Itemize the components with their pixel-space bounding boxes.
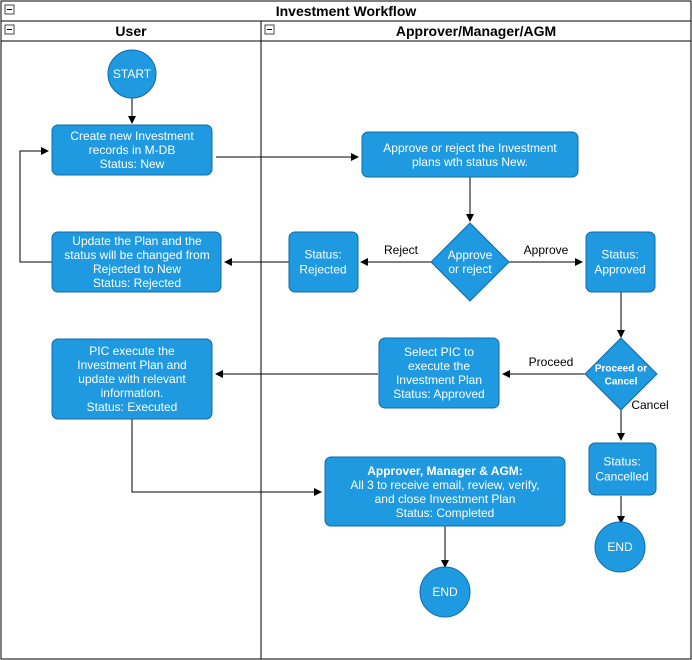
collapse-icon[interactable] <box>4 4 15 15</box>
end-node-bottom <box>419 566 471 618</box>
node-label-approved: Approved <box>594 263 645 277</box>
end-node-right <box>594 521 646 573</box>
node-label-end-bottom: END <box>432 585 458 599</box>
node-label-completed: Status: Completed <box>396 506 495 520</box>
approve-reject-plans-node <box>361 131 579 178</box>
node-label-start: START <box>113 67 152 81</box>
collapse-icon[interactable] <box>4 24 15 35</box>
edge-label-proceed: Proceed <box>529 355 574 369</box>
node-label-update-plan: Rejected to New <box>93 262 181 276</box>
node-label-create: records in M-DB <box>89 143 176 157</box>
completed-node <box>324 456 566 527</box>
node-label-completed: Approver, Manager & AGM: <box>367 464 523 478</box>
node-label-rejected: Status: <box>304 248 341 262</box>
node-label-select-pic: Select PIC to <box>404 345 474 359</box>
node-label-pic-execute: information. <box>101 386 164 400</box>
node-label-update-plan: Update the Plan and the <box>72 234 202 248</box>
node-label-update-plan: status will be changed from <box>64 248 209 262</box>
collapse-icon[interactable] <box>264 24 275 35</box>
edge-label-approve: Approve <box>524 243 569 257</box>
proceed-cancel-decision <box>584 337 658 411</box>
edges <box>19 97 625 568</box>
node-label-pic-execute: Investment Plan and <box>77 358 186 372</box>
node-label-update-plan: Status: Rejected <box>93 276 181 290</box>
update-plan-node <box>51 231 222 293</box>
start-node <box>107 49 157 99</box>
edge-label-cancel: Cancel <box>631 398 668 412</box>
node-label-rejected: Rejected <box>299 263 346 277</box>
node-label-approved: Status: <box>601 248 638 262</box>
node-label-cancelled: Status: <box>603 455 640 469</box>
node-label-decision-proceed: Cancel <box>605 377 638 388</box>
edge-pic-to-completed <box>131 419 322 496</box>
node-label-completed: and close Investment Plan <box>375 492 516 506</box>
node-label-create: Status: New <box>100 157 165 171</box>
cancelled-status-node <box>588 442 657 496</box>
edge-label-reject: Reject <box>384 243 419 257</box>
lane-title-approver: Approver/Manager/AGM <box>396 23 556 39</box>
create-records-node <box>51 124 213 176</box>
node-label-pic-execute: update with relevant <box>78 372 186 386</box>
edge-update-loop <box>19 147 52 263</box>
node-label-approve-reject-plans: Approve or reject the Investment <box>383 141 557 155</box>
node-label-create: Create new Investment <box>70 129 194 143</box>
select-pic-node <box>378 337 500 409</box>
node-label-completed: All 3 to receive email, review, verify, <box>350 478 539 492</box>
node-label-pic-execute: PIC execute the <box>89 344 175 358</box>
approved-status-node <box>585 231 656 293</box>
node-label-select-pic: execute the <box>408 359 470 373</box>
approve-reject-decision <box>430 222 510 302</box>
pic-execute-node <box>51 338 213 420</box>
node-label-approve-reject-plans: plans wth status New. <box>412 155 528 169</box>
node-label-decision-proceed: Proceed or <box>595 364 647 375</box>
lane-title-user: User <box>115 23 147 39</box>
diagram-title: Investment Workflow <box>276 3 417 19</box>
rejected-status-node <box>288 231 359 293</box>
node-label-decision-approve: or reject <box>448 262 492 276</box>
node-label-select-pic: Status: Approved <box>393 387 484 401</box>
node-label-end-right: END <box>607 540 633 554</box>
node-label-pic-execute: Status: Executed <box>87 400 178 414</box>
node-label-cancelled: Cancelled <box>595 470 648 484</box>
node-label-select-pic: Investment Plan <box>396 373 482 387</box>
node-label-decision-approve: Approve <box>448 248 493 262</box>
